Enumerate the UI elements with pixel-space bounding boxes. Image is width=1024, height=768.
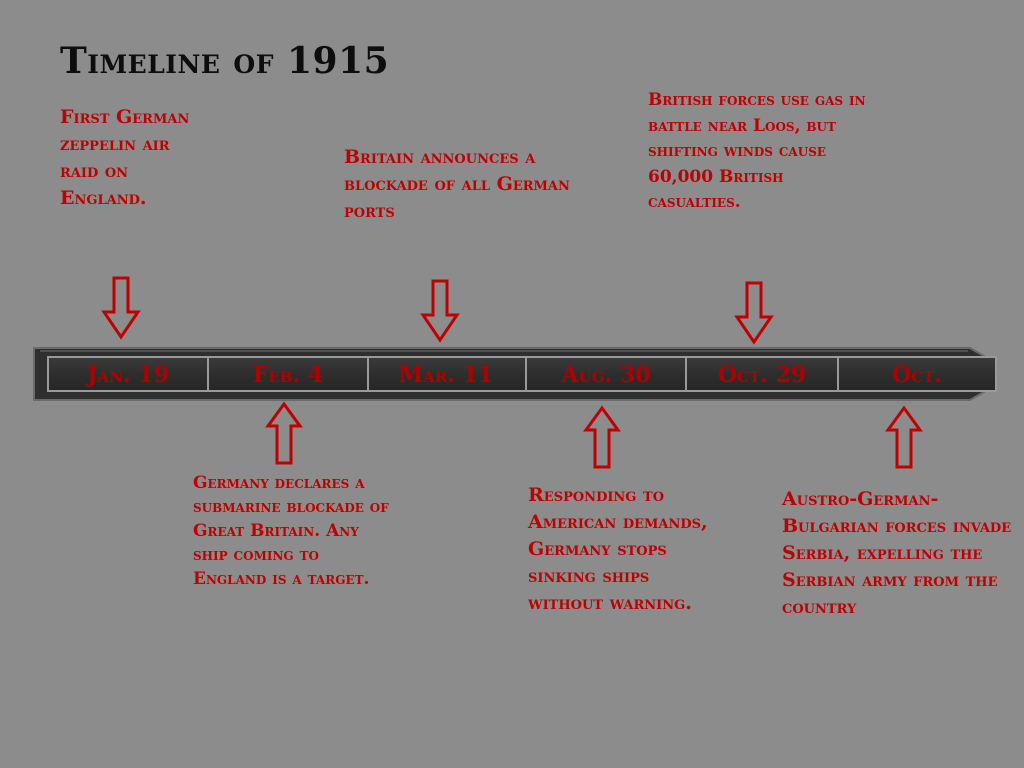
date-label-5: Oct. 29 (718, 362, 806, 388)
timeline-segment-3: Mar. 11 (367, 356, 527, 392)
date-label-1: Jan. 19 (85, 362, 169, 388)
date-label-4: Aug. 30 (561, 362, 651, 388)
timeline-segment-4: Aug. 30 (525, 356, 687, 392)
date-label-2: Feb. 4 (253, 362, 323, 388)
timeline-segment-6: Oct. (837, 356, 997, 392)
date-label-6: Oct. (892, 362, 942, 388)
event-aug-30: Responding to American demands, Germany … (528, 484, 708, 614)
event-mar-11: Britain announces a blockade of all Germ… (344, 146, 570, 222)
page-title: Timeline of 1915 (60, 40, 390, 82)
arrow-down-icon (734, 281, 774, 345)
timeline-segment-5: Oct. 29 (685, 356, 839, 392)
event-feb-4: Germany declares a submarine blockade of… (193, 473, 389, 589)
arrow-up-icon (265, 401, 303, 465)
event-jan-19: First German zeppelin air raid on Englan… (60, 106, 190, 209)
event-oct-29: British forces use gas in battle near Lo… (648, 90, 866, 212)
arrow-down-icon (101, 276, 141, 340)
event-oct: Austro-German-Bulgarian forces invade Se… (782, 488, 1012, 618)
arrow-up-icon (885, 405, 923, 469)
arrow-up-icon (583, 405, 621, 469)
arrow-down-icon (420, 279, 460, 343)
timeline-segment-2: Feb. 4 (207, 356, 369, 392)
timeline-segment-1: Jan. 19 (47, 356, 209, 392)
date-label-3: Mar. 11 (399, 362, 493, 388)
